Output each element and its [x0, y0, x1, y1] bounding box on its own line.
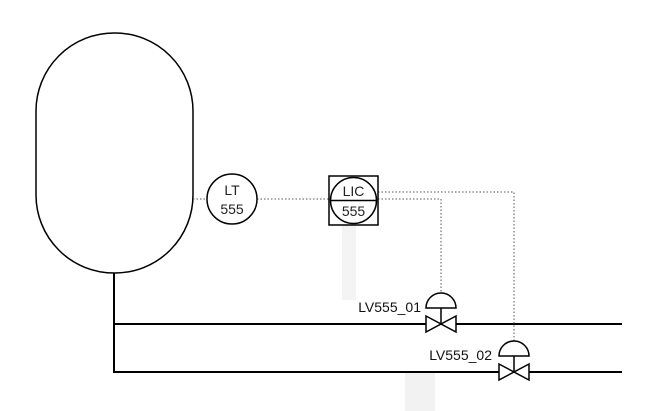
- valve-body-right-icon: [512, 362, 530, 382]
- level-transmitter[interactable]: LT 555: [206, 173, 258, 225]
- vessel-tank[interactable]: [35, 32, 194, 274]
- control-valve-lv555-02[interactable]: LV555_02: [429, 340, 530, 382]
- process-lines: [113, 273, 622, 373]
- valve-body-left-icon: [498, 362, 516, 382]
- valve-body-left-icon: [425, 314, 443, 334]
- signal-lines: [193, 191, 515, 341]
- valve-tag-label: LV555_01: [358, 299, 421, 315]
- lt-function-label: LT: [224, 182, 240, 198]
- outlet-pipe-lower: [113, 273, 500, 373]
- level-controller[interactable]: LIC 555: [328, 175, 379, 226]
- signal-lic-to-lv555-02: [378, 191, 515, 341]
- lic-loop-number: 555: [342, 203, 366, 219]
- actuator-diaphragm-icon: [498, 340, 530, 357]
- actuator-diaphragm-icon: [425, 292, 457, 309]
- lt-instrument-bubble: [206, 173, 258, 225]
- background-smudge: [405, 372, 435, 411]
- valve-tag-label: LV555_02: [429, 347, 492, 363]
- lic-function-label: LIC: [343, 183, 365, 199]
- signal-lic-to-lv555-01: [378, 198, 442, 293]
- lt-loop-number: 555: [220, 201, 244, 217]
- valve-body-right-icon: [439, 314, 457, 334]
- control-valve-lv555-01[interactable]: LV555_01: [358, 292, 457, 334]
- background-smudge: [342, 212, 356, 300]
